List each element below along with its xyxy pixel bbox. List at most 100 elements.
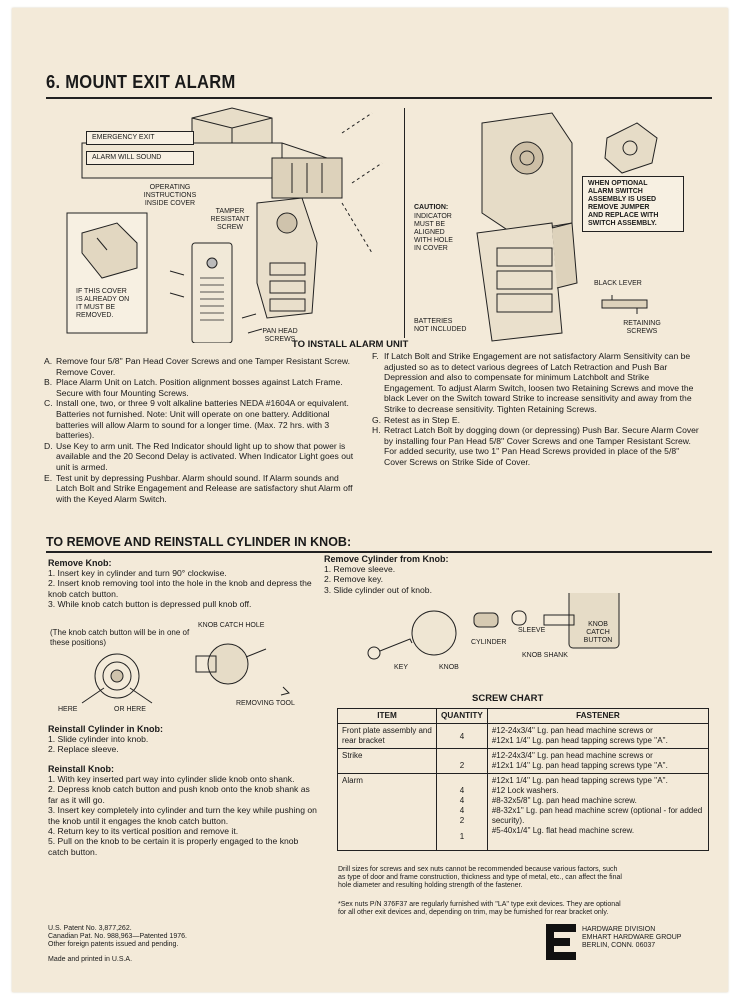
list-item: 3. Slide cylinder out of knob. [324, 584, 432, 595]
fastener-line: #8-32x1'' Lg. pan head machine screw (op… [491, 806, 703, 825]
reinstall-knob-heading: Reinstall Knob: [48, 764, 115, 774]
remove-knob-block: Remove Knob: 1. Insert key in cylinder a… [48, 558, 318, 610]
sex-nut-note: *Sex nuts P/N 376F37 are regularly furni… [338, 901, 621, 916]
sleeve-label: SLEEVE [518, 627, 546, 634]
table-cell: 4 4 4 2 1 [436, 773, 488, 851]
quantity-value: 4 [459, 732, 465, 741]
list-item: 1. Insert key in cylinder and turn 90° c… [48, 568, 227, 578]
fastener-line: #8-32x5/8'' Lg. pan head machine screw. [491, 796, 637, 805]
instruction-sheet: 6. MOUNT EXIT ALARM [12, 8, 728, 992]
install-step: B.Place Alarm Unit on Latch. Position al… [44, 377, 362, 398]
table-cell: Strike [337, 748, 437, 774]
list-item: 1. Slide cylinder into knob. [48, 734, 149, 744]
section2-title: TO REMOVE AND REINSTALL CYLINDER IN KNOB… [46, 535, 352, 549]
fastener-line: #12x1 1/4'' Lg. pan head tapping screws … [491, 761, 668, 770]
fastener-line: #5-40x1/4'' Lg. flat head machine screw. [491, 826, 635, 835]
catch-button-label: KNOB CATCH BUTTON [583, 621, 613, 644]
step-text: Place Alarm Unit on Latch. Position alig… [56, 377, 343, 398]
knob-catch-hole-label: KNOB CATCH HOLE [198, 622, 265, 629]
screw-chart-title: SCREW CHART [472, 693, 544, 704]
knob-shank-label: KNOB SHANK [522, 652, 568, 659]
fastener-line: #12x1 1/4'' Lg. pan head tapping screws … [491, 776, 668, 785]
operating-instructions-label: OPERATING INSTRUCTIONS INSIDE COVER [143, 184, 197, 207]
emhart-e-logo [546, 924, 576, 960]
list-item: 2. Remove key. [324, 574, 384, 585]
lever-drawing [597, 294, 657, 316]
removing-tool-label: REMOVING TOOL [236, 700, 295, 707]
knob-removal-icon [195, 643, 290, 696]
alarm-unit-drawing [476, 112, 578, 342]
reinstall-cylinder-block: Reinstall Cylinder in Knob: 1. Slide cyl… [48, 724, 318, 755]
retaining-screws-label: RETAINING SCREWS [623, 320, 661, 335]
reinstall-cylinder-steps: 1. Slide cylinder into knob. 2. Replace … [48, 734, 318, 755]
here-label: HERE [58, 706, 78, 713]
list-item: 4. Return key to its vertical position a… [48, 826, 239, 837]
table-cell: #12-24x3/4'' Lg. pan head machine screws… [486, 723, 710, 749]
fastener-line: #12-24x3/4'' Lg. pan head machine screws… [491, 726, 653, 735]
table-cell: Alarm [337, 773, 437, 851]
pan-head-screws-label: PAN HEAD SCREWS [262, 328, 298, 343]
key-label: KEY [394, 664, 409, 671]
fastener-line: #12x1 1/4'' Lg. pan head tapping screws … [491, 736, 668, 745]
cylinder-parts-diagram [364, 587, 654, 673]
title-rule [46, 97, 712, 99]
step-text: If Latch Bolt and Strike Engagement are … [384, 351, 694, 414]
section-title: 6. MOUNT EXIT ALARM [46, 72, 236, 92]
quantity-value: 4 [459, 806, 465, 815]
cover-note-label: IF THIS COVER IS ALREADY ON IT MUST BE R… [76, 288, 130, 319]
install-step: G.Retest as in Step E. [372, 415, 702, 426]
install-steps-right: F. If Latch Bolt and Strike Engagement ar… [372, 351, 702, 468]
alarm-unit-detail-diagram [452, 103, 622, 343]
table-cell: #12-24x3/4'' Lg. pan head machine screws… [486, 748, 710, 774]
table-row: Front plate assembly and rear bracket 4 … [337, 723, 710, 749]
knob-label: KNOB [439, 664, 459, 671]
knob-positions-diagram [62, 648, 182, 708]
table-row: Strike 2 #12-24x3/4'' Lg. pan head machi… [337, 748, 710, 774]
install-step: A.Remove four 5/8'' Pan Head Cover Screw… [44, 356, 362, 377]
step-label: C. [44, 398, 53, 409]
install-step: F. If Latch Bolt and Strike Engagement ar… [372, 351, 702, 415]
list-item: 2. Replace sleeve. [48, 744, 119, 755]
black-lever-label: BLACK LEVER [594, 280, 642, 287]
table-header-row: ITEM QUANTITY FASTENER [337, 708, 710, 724]
switch-assembly-icon [604, 122, 658, 174]
install-heading: TO INSTALL ALARM UNIT [292, 339, 409, 350]
reinstall-cylinder-heading: Reinstall Cylinder in Knob: [48, 724, 164, 734]
lever-icon [601, 295, 648, 314]
reinstall-knob-steps: 1. With key inserted part way into cylin… [48, 774, 318, 857]
step-text: Use Key to arm unit. The Red Indicator s… [56, 440, 354, 472]
step-text: Retest as in Step E. [384, 414, 460, 425]
install-step: E.Test unit by depressing Pushbar. Alarm… [44, 473, 362, 505]
knob-tool-diagram [188, 632, 298, 702]
section2-rule [46, 551, 712, 553]
switch-detail-drawing [597, 118, 667, 178]
table-cell: 4 [436, 723, 488, 749]
drill-note: Drill sizes for screws and sex nuts cann… [338, 866, 622, 889]
table-cell: #12x1 1/4'' Lg. pan head tapping screws … [486, 773, 710, 851]
list-item: 2. Depress knob catch button and push kn… [48, 784, 310, 805]
brand-block: HARDWARE DIVISION EMHART HARDWARE GROUP … [582, 926, 712, 950]
patent-line: Other foreign patents issued and pending… [48, 941, 179, 948]
batteries-label: BATTERIES NOT INCLUDED [414, 318, 467, 333]
list-item: 3. While knob catch button is depressed … [48, 599, 252, 610]
emhart-logo-icon [544, 922, 578, 962]
step-label: A. [44, 356, 53, 366]
caution-text: INDICATOR MUST BE ALIGNED WITH HOLE IN C… [414, 213, 453, 252]
step-text: Test unit by depressing Pushbar. Alarm s… [56, 472, 353, 504]
column-header: QUANTITY [436, 708, 488, 724]
step-label: D. [44, 440, 53, 451]
list-item: 2. Insert knob removing tool into the ho… [48, 578, 312, 599]
install-step: C.Install one, two, or three 9 volt alka… [44, 398, 362, 440]
list-item: 1. With key inserted part way into cylin… [48, 774, 295, 784]
install-step: D.Use Key to arm unit. The Red Indicator… [44, 441, 362, 473]
remove-cylinder-steps: 1. Remove sleeve. 2. Remove key. 3. Slid… [324, 564, 524, 595]
list-item: 5. Pull on the knob to be certain it is … [48, 836, 299, 857]
patent-line: Canadian Pat. No. 988,963—Patented 1976. [48, 933, 187, 940]
or-here-label: OR HERE [114, 706, 146, 713]
list-item: 3. Insert key completely into cylinder a… [48, 805, 317, 826]
screw-chart-table: ITEM QUANTITY FASTENER Front plate assem… [337, 708, 710, 851]
column-header: FASTENER [486, 708, 710, 724]
step-label: F. [372, 351, 379, 361]
emergency-exit-sign: EMERGENCY EXIT [86, 131, 194, 145]
install-steps-left: A.Remove four 5/8'' Pan Head Cover Screw… [44, 356, 362, 504]
